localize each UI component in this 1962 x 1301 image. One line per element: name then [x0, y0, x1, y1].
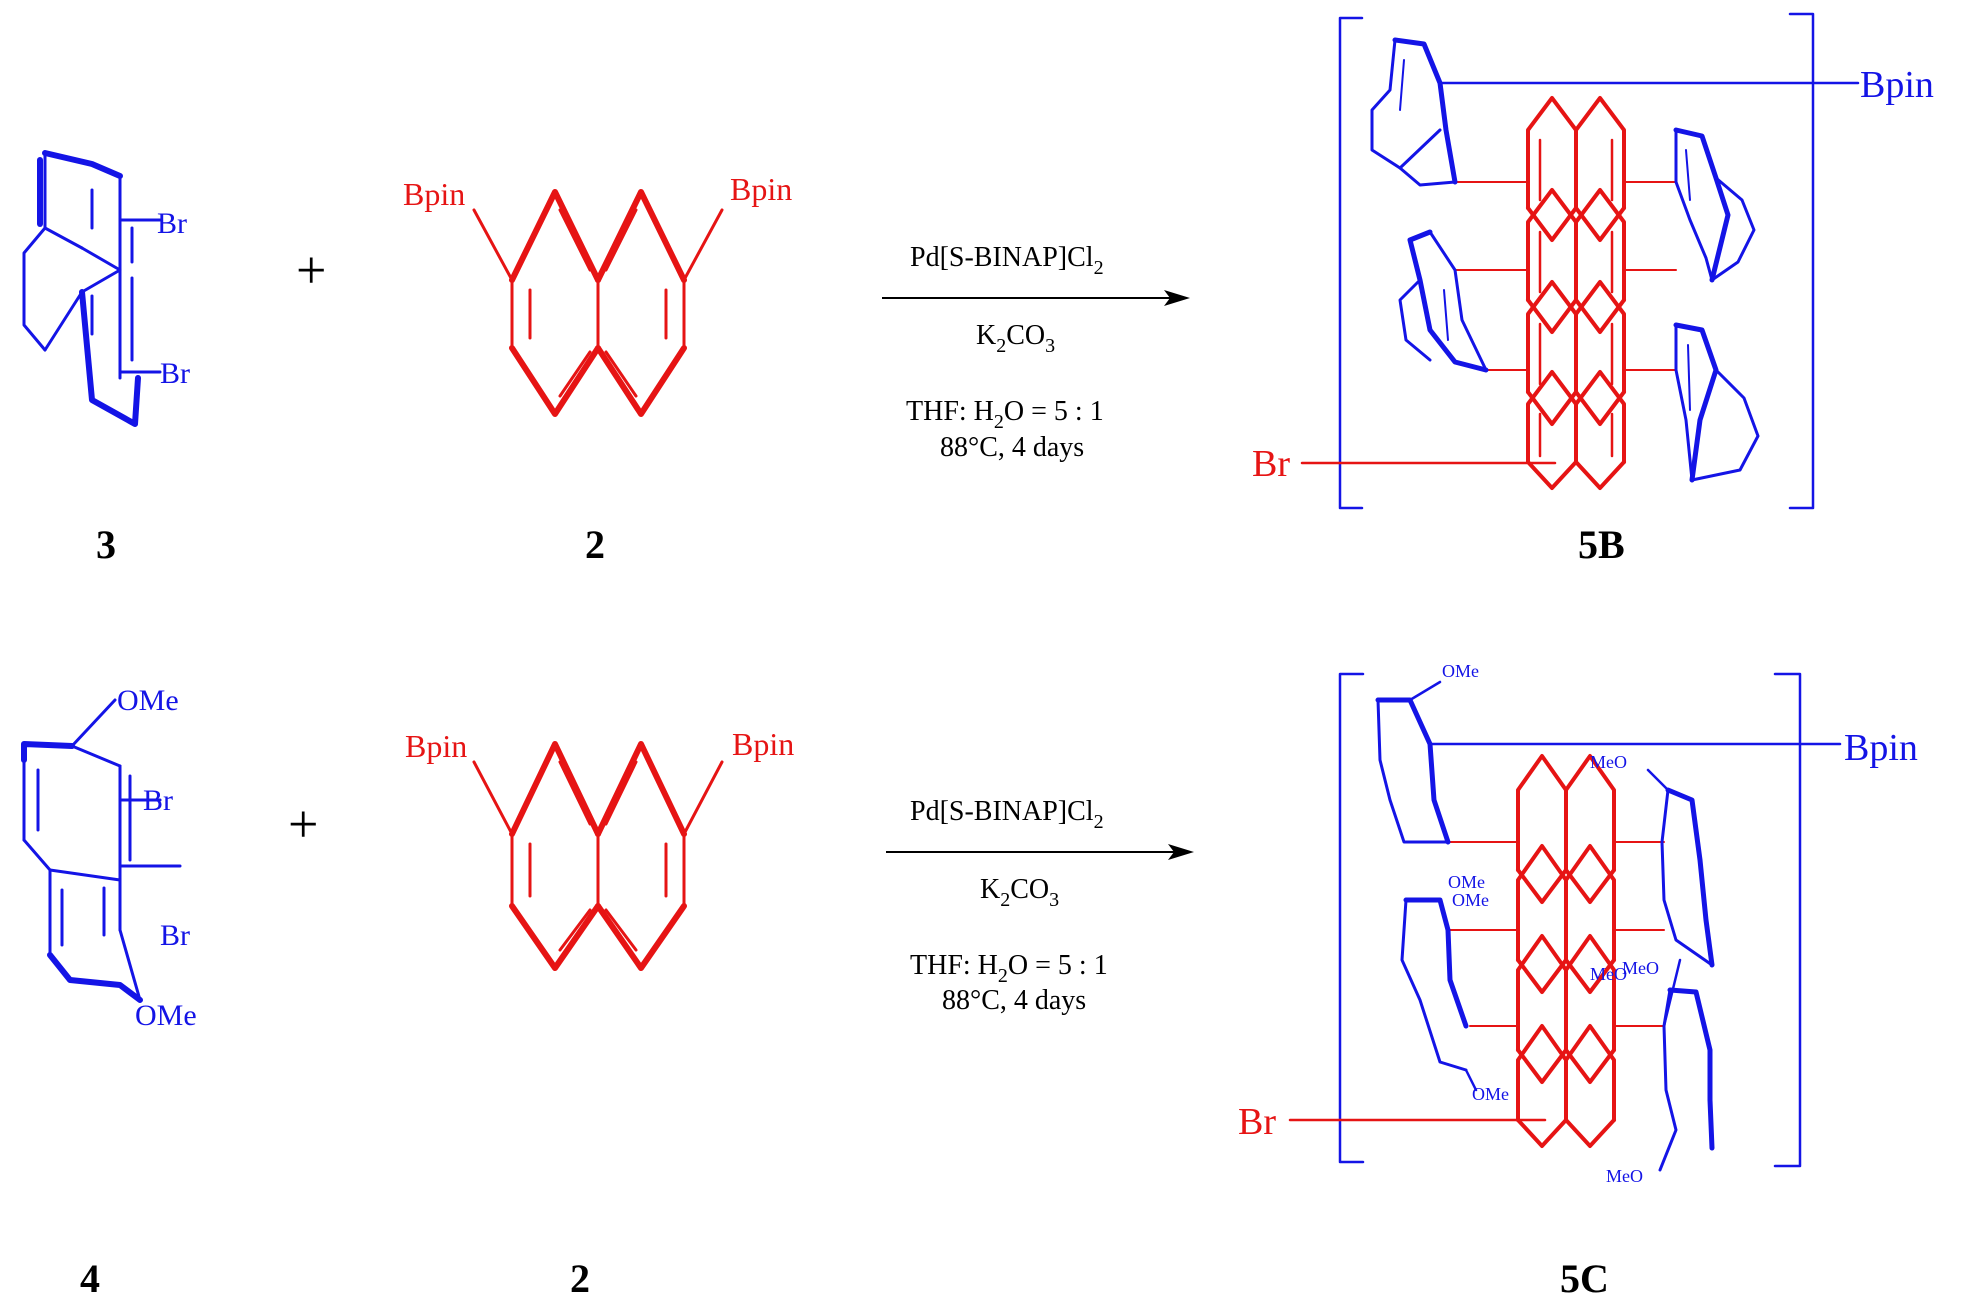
compound-3-structure: [22, 150, 162, 427]
5B-blue-unit-3: [1398, 229, 1489, 373]
conditions-2: Pd[S-BINAP]Cl2 K2CO3 THF: H2O = 5 : 1 88…: [910, 796, 1108, 1016]
compound-2-structure-top: [472, 189, 724, 417]
compound-2b-bpin-right-label: Bpin: [732, 726, 794, 762]
5C-blue-unit-1: [1375, 680, 1451, 845]
5C-ome-label-1: OMe: [1442, 661, 1479, 681]
compound-2-id-top: 2: [585, 522, 605, 567]
catalyst-1: Pd[S-BINAP]Cl2: [910, 242, 1104, 279]
compound-4-id: 4: [80, 1256, 100, 1301]
product-5C-id: 5C: [1560, 1256, 1609, 1301]
compound-4-ome-top-label: OMe: [117, 684, 179, 717]
temp-time-2: 88°C, 4 days: [942, 985, 1086, 1016]
5C-ome-label-3: OMe: [1448, 872, 1485, 892]
catalyst-2: Pd[S-BINAP]Cl2: [910, 796, 1104, 833]
plus-sign-2: +: [288, 794, 318, 854]
5B-blue-unit-4: [1673, 322, 1760, 483]
5C-ome-label-7: OMe: [1472, 1084, 1509, 1104]
product-5B-id: 5B: [1578, 522, 1625, 567]
5C-blue-unit-4: [1658, 958, 1715, 1172]
plus-sign-1: +: [296, 240, 326, 300]
compound-4-br-top-label: Br: [143, 784, 173, 817]
5C-ome-label-4: OMe: [1452, 890, 1489, 910]
base-2: K2CO3: [980, 874, 1059, 911]
product-5C-bpin-label: Bpin: [1844, 727, 1918, 769]
product-5B-bpin-label: Bpin: [1860, 64, 1934, 106]
5C-blue-unit-2: [1646, 768, 1715, 968]
compound-2-structure-bottom: [472, 741, 724, 971]
base-1: K2CO3: [976, 320, 1055, 357]
5C-meo-label-2: MeO: [1590, 752, 1627, 772]
compound-2-bpin-left-label: Bpin: [403, 176, 465, 212]
compound-2-bpin-right-label: Bpin: [730, 171, 792, 207]
conditions-1: Pd[S-BINAP]Cl2 K2CO3 THF: H2O = 5 : 1 88…: [906, 242, 1104, 463]
compound-4-structure: [21, 698, 182, 1003]
solvent-1: THF: H2O = 5 : 1: [906, 396, 1104, 433]
compound-2-id-bottom: 2: [570, 1256, 590, 1301]
5C-blue-unit-3: [1400, 897, 1478, 1092]
compound-3-br-top-label: Br: [157, 207, 187, 240]
5C-meo-label-6: MeO: [1622, 958, 1659, 978]
compound-4-ome-bottom-label: OMe: [135, 999, 197, 1032]
product-5B-structure: [1300, 12, 1860, 510]
5C-meo-label-8: MeO: [1606, 1166, 1643, 1186]
compound-4-br-bottom-label: Br: [160, 919, 190, 952]
5B-blue-unit-1: [1370, 37, 1458, 187]
temp-time-1: 88°C, 4 days: [940, 432, 1084, 463]
product-5C-structure: [1288, 672, 1842, 1172]
compound-3-id: 3: [96, 522, 116, 567]
compound-2b-bpin-left-label: Bpin: [405, 728, 467, 764]
5B-blue-unit-2: [1673, 127, 1756, 283]
reaction-arrow-2: [886, 844, 1194, 860]
5C-meo-label-5: MeO: [1590, 964, 1627, 984]
product-5B-br-label: Br: [1252, 443, 1290, 485]
solvent-2: THF: H2O = 5 : 1: [910, 950, 1108, 987]
reaction-arrow-1: [882, 290, 1190, 306]
compound-3-br-bottom-label: Br: [160, 357, 190, 390]
product-5C-br-label: Br: [1238, 1101, 1276, 1143]
